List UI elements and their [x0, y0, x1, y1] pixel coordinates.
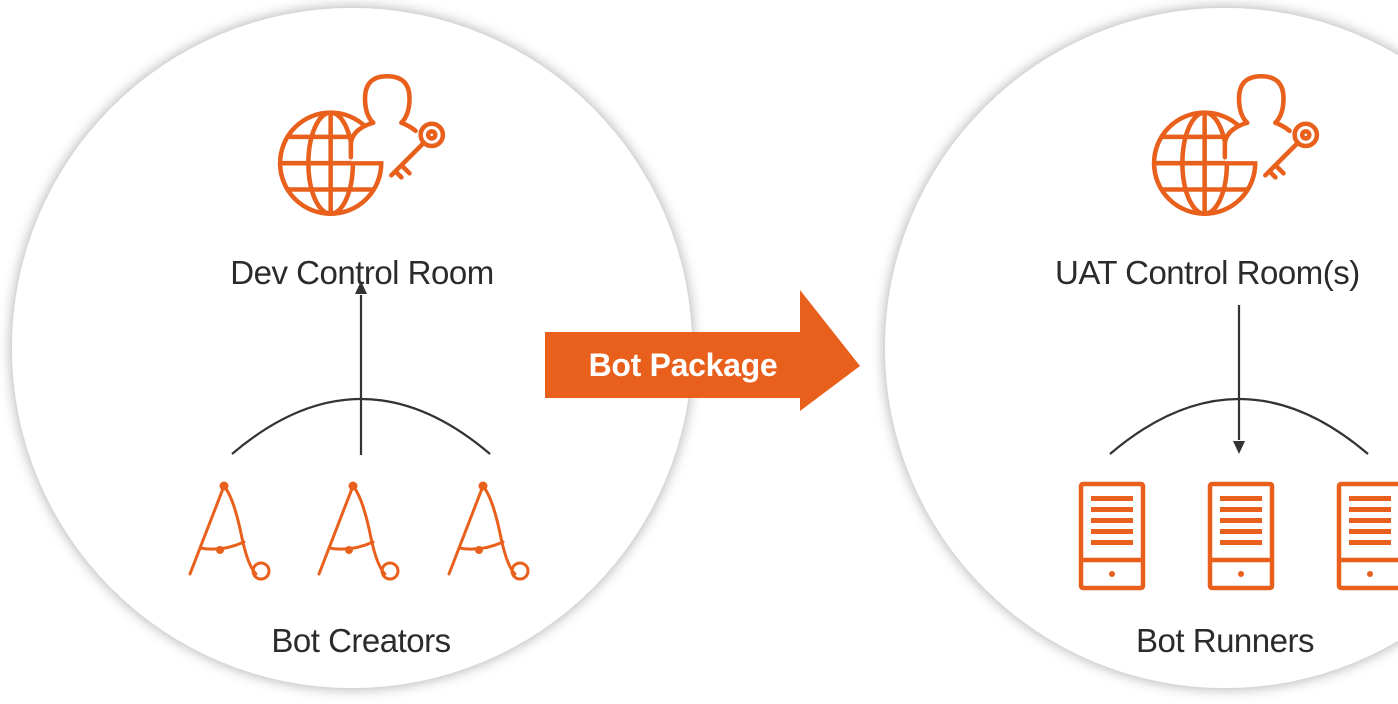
group-arc [1109, 397, 1369, 455]
bot-package-arrow: Bot Package [545, 290, 860, 411]
bot-runners-label: Bot Runners [1136, 622, 1314, 659]
group-arc [231, 397, 491, 455]
dev-panel: Dev Control Room Bot Creators [12, 8, 692, 688]
bot-package-arrow-shape [545, 290, 860, 411]
dev-panel-circle [12, 8, 692, 688]
bot-creators-label: Bot Creators [271, 622, 450, 659]
uat-control-room-label: UAT Control Room(s) [1055, 254, 1360, 291]
bot-package-label: Bot Package [589, 347, 778, 383]
uat-panel: UAT Control Room(s) Bot Runners [885, 8, 1398, 688]
arrow-head-up [355, 281, 367, 294]
arrow-head-down [1233, 441, 1245, 454]
